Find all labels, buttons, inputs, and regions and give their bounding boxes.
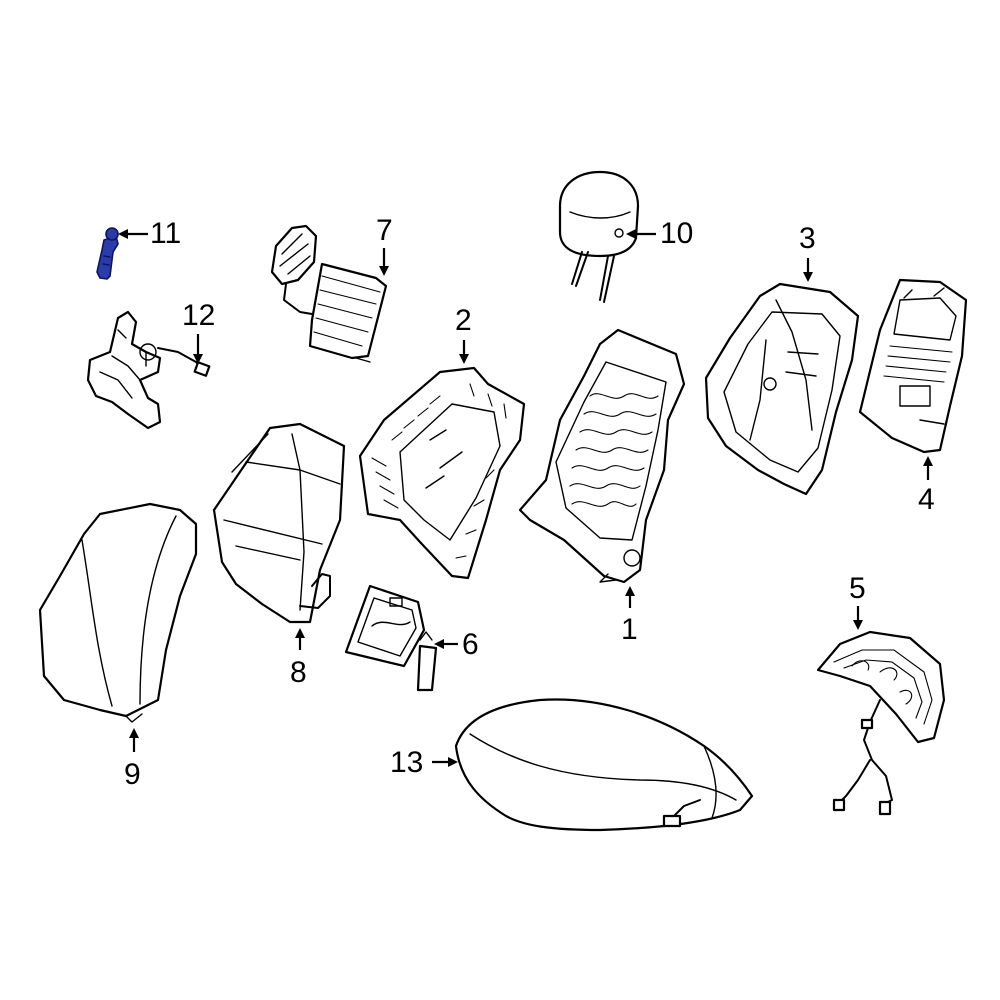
part-3-back-shell[interactable]: [704, 282, 860, 496]
callout-1[interactable]: 1: [621, 613, 638, 646]
callout-12[interactable]: 12: [182, 299, 215, 332]
part-10-headrest[interactable]: [558, 170, 640, 303]
callout-10[interactable]: 10: [660, 217, 693, 250]
callout-7[interactable]: 7: [376, 214, 393, 247]
part-1-frame-springs[interactable]: [518, 328, 686, 584]
part-12-bracket[interactable]: [86, 310, 211, 430]
callout-labels: 11 12 7 10 2 3 4 1 5 6 8 9 13: [124, 214, 935, 791]
callout-6[interactable]: 6: [462, 628, 479, 661]
callout-11[interactable]: 11: [150, 217, 181, 250]
callout-13[interactable]: 13: [390, 746, 423, 779]
part-9-back-cover[interactable]: [38, 502, 198, 723]
part-11-guide-pin[interactable]: [96, 227, 119, 280]
leader-lines: [118, 229, 933, 767]
part-5-heater-mat[interactable]: [816, 630, 946, 816]
part-4-back-panel[interactable]: [858, 278, 968, 454]
part-7-lumbar-assembly[interactable]: [270, 224, 388, 363]
callout-2[interactable]: 2: [455, 304, 472, 337]
part-2-frame[interactable]: [358, 366, 526, 580]
part-13-cushion-cover[interactable]: [454, 698, 754, 832]
callout-5[interactable]: 5: [849, 572, 866, 605]
callout-3[interactable]: 3: [799, 222, 816, 255]
part-8-back-pad[interactable]: [212, 422, 346, 624]
callout-8[interactable]: 8: [290, 656, 307, 689]
callout-9[interactable]: 9: [124, 758, 141, 791]
part-6-module[interactable]: [344, 584, 438, 692]
callout-4[interactable]: 4: [918, 483, 935, 516]
